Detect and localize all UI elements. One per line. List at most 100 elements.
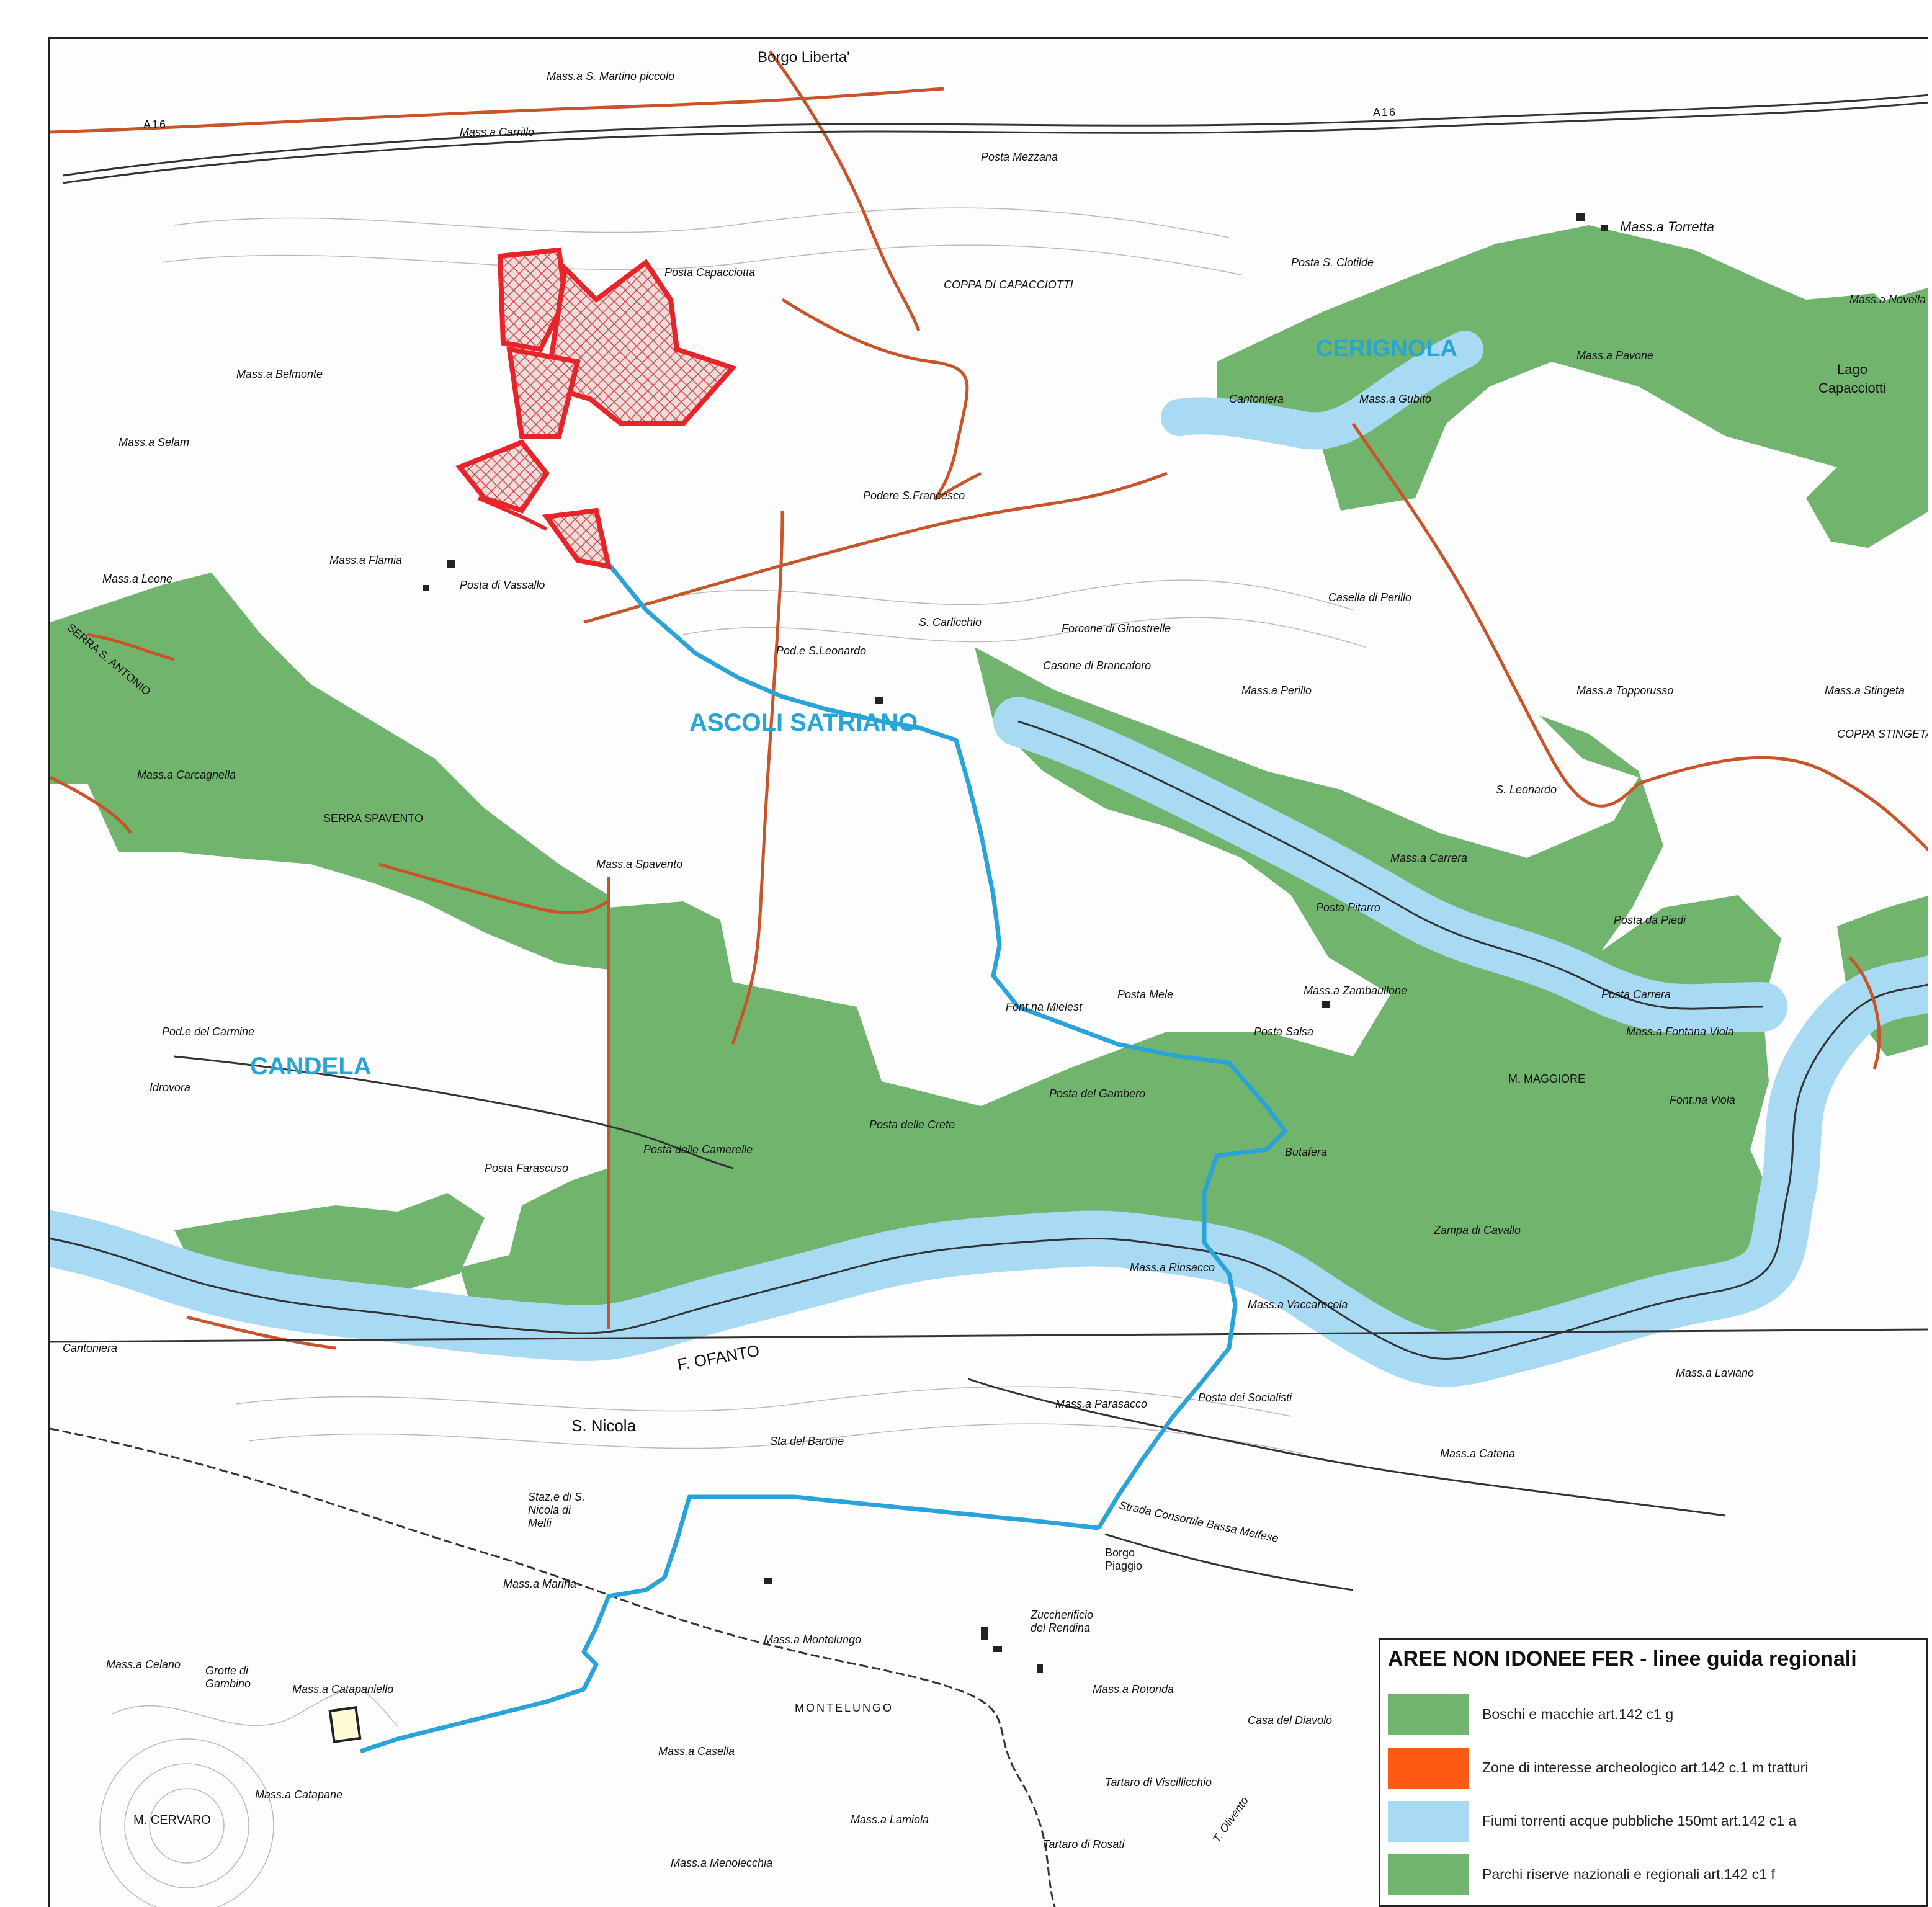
label-casella-perillo: Casella di Perillo <box>1328 591 1412 604</box>
label-posta-camerelle: Posta delle Camerelle <box>643 1143 753 1156</box>
label-posta-capacciotta: Posta Capacciotta <box>664 266 756 279</box>
label-mass-spavento: Mass.a Spavento <box>596 858 683 870</box>
site-parcel-1 <box>497 247 568 352</box>
legend-swatch-archeologico <box>1388 1748 1469 1789</box>
label-montelungo: MONTELUNGO <box>795 1702 894 1714</box>
label-mass-catapaniello: Mass.a Catapaniello <box>292 1683 394 1695</box>
label-idrovora: Idrovora <box>150 1081 191 1094</box>
lago-capacciotti <box>1825 287 1928 511</box>
label-s-leonardo: S. Leonardo <box>1496 784 1557 796</box>
label-mass-belmonte: Mass.a Belmonte <box>236 368 323 380</box>
forest-west <box>50 573 609 970</box>
label-mass-carrera: Mass.a Carrera <box>1390 852 1468 864</box>
forest-main-belt <box>460 647 1800 1348</box>
label-mass-carcagnella: Mass.a Carcagnella <box>137 769 236 781</box>
site-access <box>477 496 548 531</box>
label-font-viola: Font.na Viola <box>1670 1094 1735 1106</box>
label-mass-gubito: Mass.a Gubito <box>1359 393 1432 405</box>
map-legend: AREE NON IDONEE FER - linee guida region… <box>1379 1638 1928 1907</box>
roads <box>50 94 1928 1907</box>
label-posta-vassallo: Posta di Vassallo <box>460 579 545 591</box>
label-mass-s-martino: Mass.a S. Martino piccolo <box>547 70 675 83</box>
legend-label-parchi: Parchi riserve nazionali e regionali art… <box>1482 1866 1775 1882</box>
legend-item-boschi: Boschi e macchie art.142 c1 g <box>1388 1694 1921 1735</box>
label-forcone: Forcone di Ginostrelle <box>1062 622 1171 635</box>
label-lago: Lago <box>1837 362 1867 377</box>
label-mass-novella: Mass.a Novella <box>1849 293 1926 306</box>
label-mass-flamia: Mass.a Flamia <box>329 554 403 566</box>
label-borgo-piaggio: Borgo Piaggio <box>1105 1547 1143 1572</box>
label-a16-west: A16 <box>143 118 168 131</box>
label-posta-s-clotilde: Posta S. Clotilde <box>1291 256 1374 269</box>
cerignola-stream-buffer <box>1161 331 1483 450</box>
label-mass-leone: Mass.a Leone <box>102 573 173 585</box>
label-mass-parasacco: Mass.a Parasacco <box>1055 1398 1148 1410</box>
label-posta-pitarro: Posta Pitarro <box>1316 901 1381 914</box>
label-mass-montelungo: Mass.a Montelungo <box>764 1633 862 1646</box>
map-frame: CERIGNOLA ASCOLI SATRIANO CANDELA Borgo … <box>48 37 1928 1907</box>
label-posta-gambero: Posta del Gambero <box>1049 1087 1146 1100</box>
town-label-cerignola: CERIGNOLA <box>1316 336 1457 362</box>
label-posta-mele: Posta Mele <box>1117 988 1174 1001</box>
legend-swatch-fiumi <box>1388 1801 1469 1842</box>
label-mass-fontana-viola: Mass.a Fontana Viola <box>1626 1025 1734 1038</box>
label-grotte-gambino: Grotte di Gambino <box>205 1664 251 1690</box>
label-mass-catapane: Mass.a Catapane <box>255 1789 343 1801</box>
label-cantoniera-w: Cantoniera <box>63 1342 118 1354</box>
label-mass-menolecchia: Mass.a Menolecchia <box>671 1857 773 1869</box>
label-posta-carrera: Posta Carrera <box>1601 988 1671 1001</box>
label-mass-lamiola: Mass.a Lamiola <box>851 1813 929 1826</box>
legend-title: AREE NON IDONEE FER - linee guida region… <box>1388 1647 1857 1671</box>
cable-route <box>359 562 1287 1754</box>
label-mass-rotonda: Mass.a Rotonda <box>1093 1683 1174 1695</box>
label-mass-rinsacco: Mass.a Rinsacco <box>1130 1261 1215 1274</box>
site-parcel-2 <box>543 259 738 426</box>
label-staz-s-nicola: Staz.e di S. Nicola di Melfi <box>528 1491 586 1529</box>
label-s-carlicchio: S. Carlicchio <box>919 616 982 628</box>
label-tartaro-rosati: Tartaro di Rosati <box>1043 1838 1125 1851</box>
topographic-map <box>50 50 1928 1907</box>
label-borgo-liberta: Borgo Liberta' <box>758 49 850 66</box>
label-casa-diavolo: Casa del Diavolo <box>1248 1714 1333 1726</box>
label-butafera: Butafera <box>1285 1146 1328 1158</box>
legend-label-fiumi: Fiumi torrenti acque pubbliche 150mt art… <box>1482 1813 1797 1829</box>
label-podere-s-francesco: Podere S.Francesco <box>863 489 965 502</box>
label-mass-stingeta: Mass.a Stingeta <box>1825 684 1905 697</box>
label-cantoniera: Cantoniera <box>1229 393 1284 405</box>
carapelle-river <box>1017 720 1763 1010</box>
legend-item-archeologico: Zone di interesse archeologico art.142 c… <box>1388 1748 1921 1789</box>
label-mass-selam: Mass.a Selam <box>119 436 190 449</box>
forest-north-east <box>1217 225 1928 548</box>
label-mass-laviano: Mass.a Laviano <box>1676 1367 1755 1379</box>
label-posta-crete: Posta delle Crete <box>869 1119 955 1131</box>
site-parcel-5 <box>542 507 612 570</box>
forest-areas <box>50 225 1928 1348</box>
building-marks <box>423 213 1608 1673</box>
label-zampa-cavallo: Zampa di Cavallo <box>1434 1224 1521 1236</box>
site-parcel-4 <box>455 439 550 514</box>
label-posta-farascuso: Posta Farascuso <box>485 1162 569 1174</box>
site-parcel-3 <box>506 346 581 439</box>
motorway-a16-b <box>62 101 1928 184</box>
label-posta-da-piedi: Posta da Piedi <box>1614 914 1686 926</box>
legend-swatch-boschi <box>1388 1694 1469 1735</box>
label-capacciotti: Capacciotti <box>1818 380 1886 396</box>
label-casone: Casone di Brancaforo <box>1043 659 1152 672</box>
label-mass-carrillo: Mass.a Carrillo <box>460 126 535 138</box>
label-mass-casella: Mass.a Casella <box>658 1745 735 1757</box>
label-mass-topporusso: Mass.a Topporusso <box>1576 684 1674 697</box>
label-posta-socialisti: Posta dei Socialisti <box>1198 1391 1292 1404</box>
legend-item-fiumi: Fiumi torrenti acque pubbliche 150mt art… <box>1388 1801 1921 1842</box>
legend-swatch-parchi <box>1388 1854 1469 1895</box>
railway <box>50 1427 1056 1907</box>
label-coppa-stingeta: COPPA STINGETA <box>1837 728 1928 740</box>
label-mass-zambaullone: Mass.a Zambaullone <box>1304 985 1408 997</box>
town-label-ascoli: ASCOLI SATRIANO <box>689 709 918 736</box>
label-zuccherificio: Zuccherificio del Rendina <box>1031 1609 1094 1634</box>
label-pod-s-leonardo: Pod.e S.Leonardo <box>776 645 867 657</box>
label-mass-pavone: Mass.a Pavone <box>1576 349 1654 362</box>
label-a16-east: A16 <box>1373 106 1397 118</box>
legend-label-boschi: Boschi e macchie art.142 c1 g <box>1482 1706 1674 1722</box>
label-m-maggiore: M. MAGGIORE <box>1508 1073 1586 1085</box>
label-mass-catena: Mass.a Catena <box>1440 1447 1516 1460</box>
